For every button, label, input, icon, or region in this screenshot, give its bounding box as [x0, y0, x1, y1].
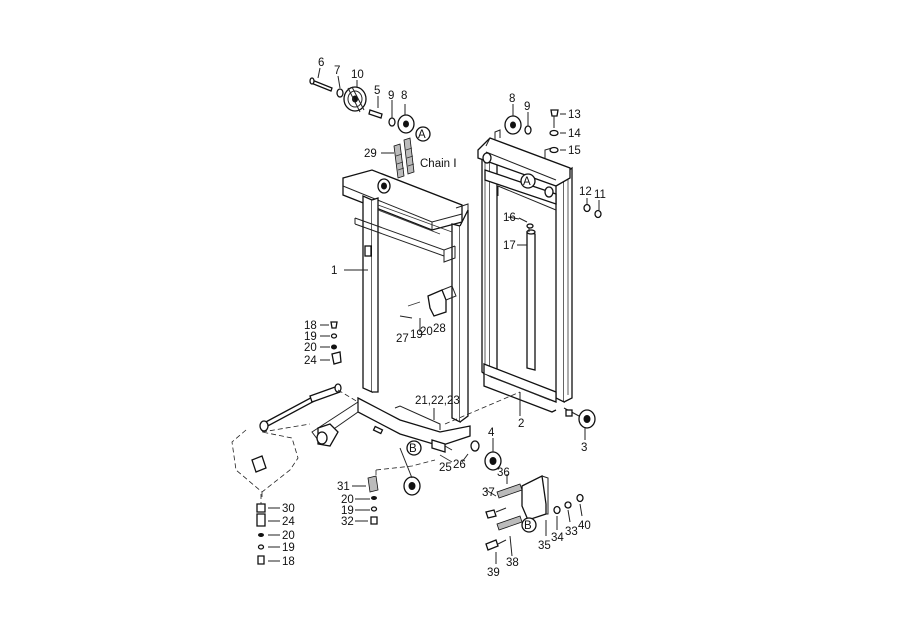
circle-label-b-right: B	[524, 520, 532, 532]
label-14: 14	[568, 128, 581, 140]
label-5: 5	[374, 85, 380, 97]
label-20-bottom: 20	[282, 530, 295, 542]
label-19-bottom: 19	[282, 542, 295, 554]
label-31: 31	[337, 481, 350, 493]
outer-mast	[477, 129, 596, 429]
label-17: 17	[503, 240, 516, 252]
label-35: 35	[538, 540, 551, 552]
label-9-top: 9	[388, 90, 394, 102]
circle-label-b-center: B	[409, 443, 417, 455]
label-chain: Chain Ⅰ	[420, 158, 457, 170]
label-24-top: 24	[304, 355, 317, 367]
callout-labels: 6 7 10 5 9 8 A 29 Chain Ⅰ 8 9 13 14 15 A…	[282, 57, 606, 579]
label-1: 1	[331, 265, 337, 277]
label-13: 13	[568, 109, 581, 121]
label-19-center: 19	[341, 505, 354, 517]
label-6: 6	[318, 57, 324, 69]
top-parts	[309, 67, 602, 246]
label-19-top: 19	[304, 331, 317, 343]
label-32: 32	[341, 516, 354, 528]
label-18-bottom: 18	[282, 556, 295, 568]
circle-label-a-top: A	[418, 129, 426, 141]
label-8-right: 8	[509, 93, 515, 105]
label-10: 10	[351, 69, 364, 81]
label-16: 16	[503, 212, 516, 224]
label-8-top: 8	[401, 90, 407, 102]
bracket-28	[407, 285, 457, 317]
label-21-22-23: 21,22,23	[415, 395, 460, 407]
label-25: 25	[439, 462, 452, 474]
label-18-top: 18	[304, 320, 317, 332]
leader-lines	[344, 216, 527, 463]
label-20-mid: 20	[420, 326, 433, 338]
label-3: 3	[581, 442, 587, 454]
left-cylinder-group	[231, 321, 359, 500]
label-38: 38	[506, 557, 519, 569]
circle-label-a-right: A	[523, 176, 531, 188]
label-2: 2	[518, 418, 524, 430]
bottom-right-bracket	[485, 474, 584, 564]
label-26: 26	[453, 459, 466, 471]
inner-mast	[311, 169, 471, 496]
label-28: 28	[433, 323, 446, 335]
label-27: 27	[396, 333, 409, 345]
label-37: 37	[482, 487, 495, 499]
lower-center-stack	[352, 459, 436, 525]
label-9-right: 9	[524, 101, 530, 113]
label-11: 11	[594, 189, 606, 201]
label-40: 40	[578, 520, 591, 532]
label-20-center: 20	[341, 494, 354, 506]
label-19-mid: 19	[410, 329, 423, 341]
label-33: 33	[565, 526, 578, 538]
label-34: 34	[551, 532, 564, 544]
label-4: 4	[488, 427, 495, 439]
label-20-top: 20	[304, 342, 317, 354]
label-36: 36	[497, 467, 510, 479]
label-12: 12	[579, 186, 592, 198]
roller-4-group	[406, 391, 586, 471]
label-30: 30	[282, 503, 295, 515]
label-24-bottom: 24	[282, 516, 295, 528]
label-15: 15	[568, 145, 581, 157]
lower-left-stack	[256, 494, 280, 565]
label-29: 29	[364, 148, 377, 160]
label-7: 7	[334, 65, 340, 77]
label-39: 39	[487, 567, 500, 579]
